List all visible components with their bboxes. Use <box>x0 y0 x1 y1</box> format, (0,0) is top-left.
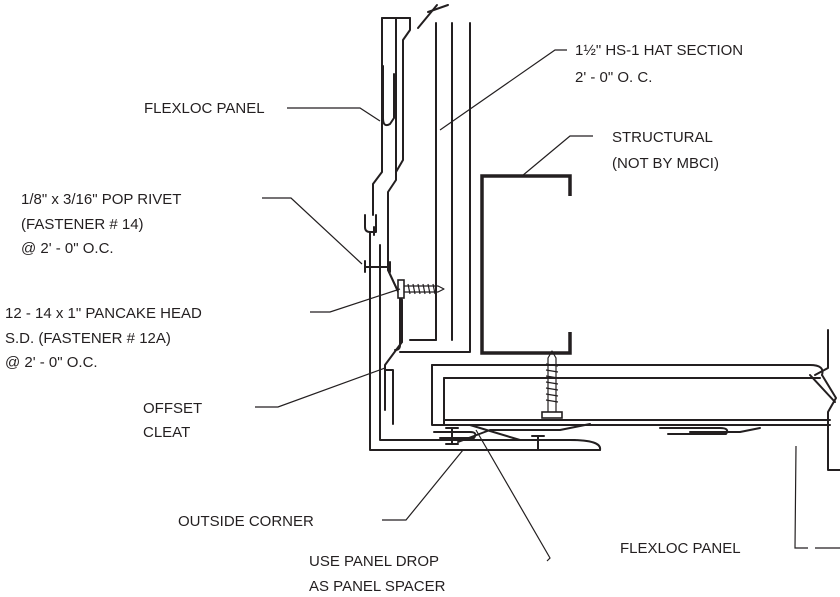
horizontal-flexloc-panel <box>431 329 840 471</box>
label-flexloc-panel-bottom: FLEXLOC PANEL <box>620 540 741 557</box>
offset-cleat <box>364 214 403 425</box>
label-pop-rivet-1: 1/8" x 3/16" POP RIVET <box>21 191 181 208</box>
label-flexloc-panel-top: FLEXLOC PANEL <box>144 100 265 117</box>
label-panel-drop-2: AS PANEL SPACER <box>309 578 446 595</box>
pop-rivet <box>364 260 391 273</box>
label-pancake-1: 12 - 14 x 1" PANCAKE HEAD <box>5 305 202 322</box>
label-pancake-2: S.D. (FASTENER # 12A) <box>5 330 171 347</box>
pancake-screw-vertical <box>541 350 563 419</box>
outside-corner-trim <box>369 231 602 451</box>
pancake-screw-horizontal <box>397 279 445 299</box>
label-hat-section-2: 2' - 0" O. C. <box>575 69 652 86</box>
label-pop-rivet-3: @ 2' - 0" O.C. <box>21 240 114 257</box>
spacer-rivets <box>445 427 545 451</box>
leader-lines <box>255 49 840 562</box>
label-structural-1: STRUCTURAL <box>612 129 713 146</box>
label-hat-section-1: 1½" HS-1 HAT SECTION <box>575 42 743 59</box>
label-pancake-3: @ 2' - 0" O.C. <box>5 354 98 371</box>
label-offset-cleat-2: CLEAT <box>143 424 190 441</box>
label-offset-cleat-1: OFFSET <box>143 400 202 417</box>
label-structural-2: (NOT BY MBCI) <box>612 155 719 172</box>
labels: FLEXLOC PANEL 1½" HS-1 HAT SECTION 2' - … <box>5 42 743 595</box>
label-outside-corner: OUTSIDE CORNER <box>178 513 314 530</box>
hat-section <box>399 22 471 353</box>
label-panel-drop-1: USE PANEL DROP <box>309 553 439 570</box>
structural-c-channel <box>480 174 572 355</box>
label-pop-rivet-2: (FASTENER # 14) <box>21 216 144 233</box>
